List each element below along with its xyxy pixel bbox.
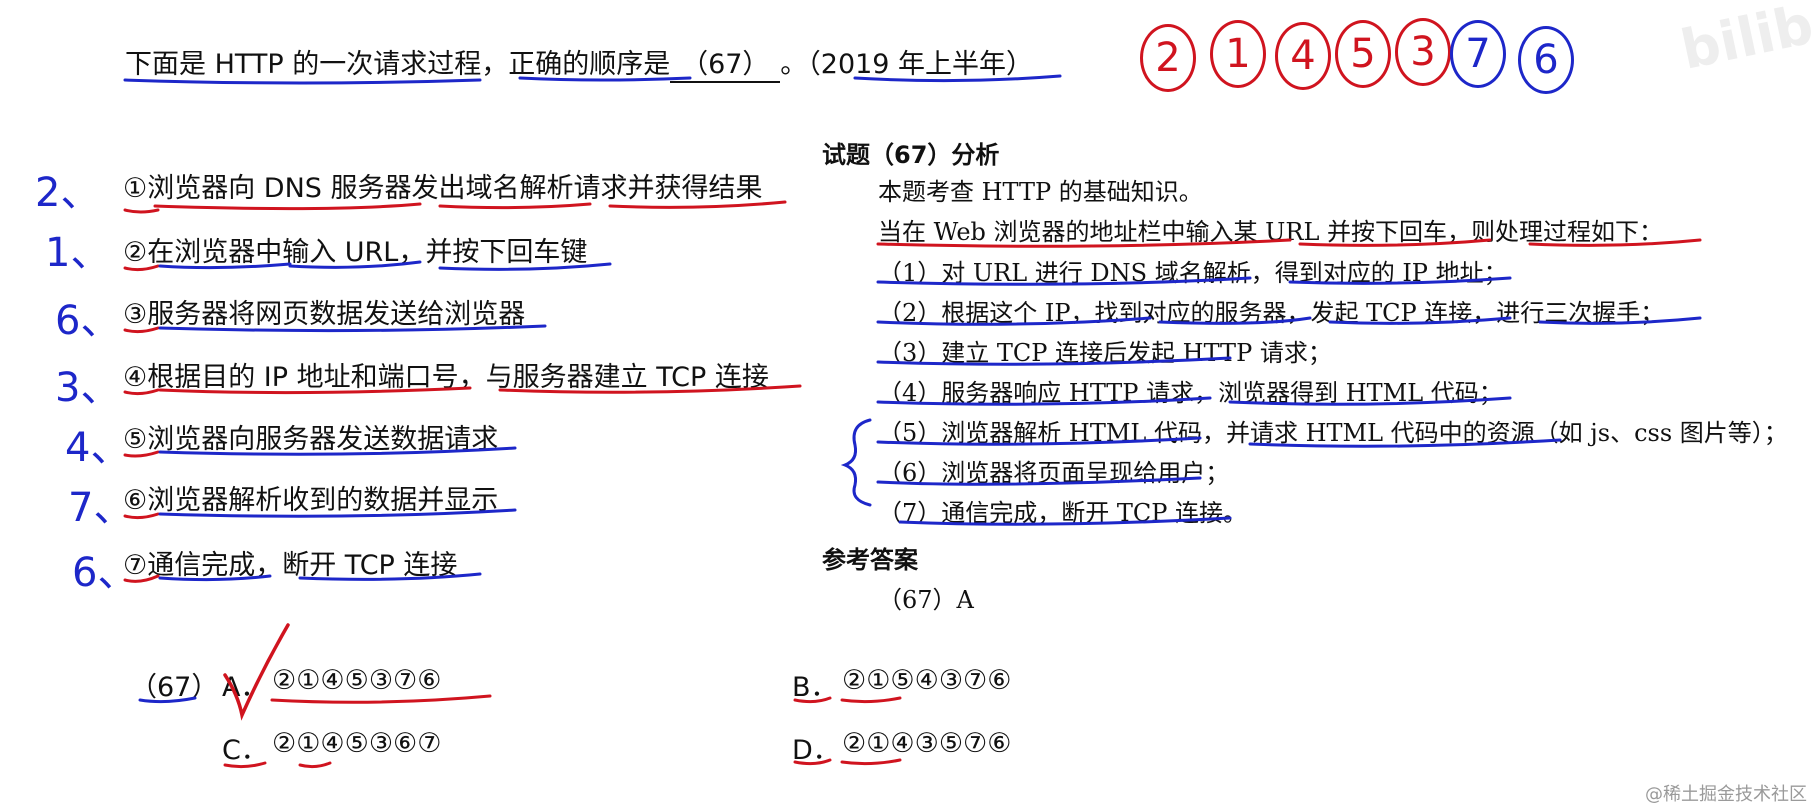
ink-underline [123,574,160,583]
step-mark: 6、 [72,550,138,596]
option-b-value: ②①⑤④③⑦⑥ [842,665,1012,696]
step-item: ①浏览器向 DNS 服务器发出域名解析请求并获得结果 [123,173,763,204]
step-mark: 4、 [65,425,131,471]
ink-underline [608,200,787,209]
circled-number: 6 [1518,26,1574,94]
ink-underline [898,516,1232,526]
step-item: ②在浏览器中输入 URL，并按下回车键 [123,237,588,268]
ink-underline [876,396,1212,406]
ink-underline [1298,238,1492,247]
answer-title: 参考答案 [822,546,918,574]
ink-underline [123,326,160,334]
ink-underline [298,572,482,581]
circled-number: 4 [1275,22,1331,90]
ink-underline [123,78,482,85]
ink-underline [158,574,272,582]
ink-underline [158,446,517,456]
ink-underline [223,761,267,769]
step-item: ⑥浏览器解析收到的数据并显示 [123,485,499,516]
ink-underline [518,76,692,82]
analysis-item: （5）浏览器解析 HTML 代码，并请求 HTML 代码中的资源（如 js、cs… [878,419,1788,447]
ink-underline [153,202,422,211]
circled-number: 1 [1210,20,1266,88]
ink-underline [840,758,902,766]
ink-underline [138,696,197,704]
ink-underline [158,386,472,395]
ink-underline [270,694,492,704]
step-mark: 6、 [55,298,121,344]
ink-underline [158,262,292,270]
ink-underline [876,276,1252,286]
circled-number: 3 [1395,18,1451,86]
question-period: 。 [780,49,808,80]
ink-underline [1228,396,1512,406]
step-mark: 2、 [35,170,101,216]
year-note: （2019 年上半年） [807,49,1034,80]
ink-brace [840,418,872,507]
ink-underline [298,761,332,769]
ink-underline [1158,316,1312,325]
ink-underline [158,508,517,518]
ink-underline [1328,316,1512,325]
ink-underline [876,476,1202,486]
option-d-value: ②①④③⑤⑦⑥ [842,728,1012,759]
ink-underline [840,696,902,704]
ink-underline [123,208,160,214]
option-d-label: D． [792,735,840,766]
ink-underline [123,512,160,520]
ink-underline [876,356,1232,366]
option-a-value: ②①④⑤③⑦⑥ [272,665,442,696]
ink-underline [123,388,160,396]
ink-underline [1538,316,1702,325]
step-mark: 1、 [45,230,111,276]
option-number: （67） [130,672,219,703]
analysis-title: 试题（67）分析 [822,141,1000,169]
question-text: 下面是 HTTP 的一次请求过程，正确的顺序是 [125,49,671,80]
ink-underline [793,696,832,704]
circled-number: 2 [1140,24,1196,92]
circled-number: 7 [1450,20,1506,88]
answer-value: （67）A [878,586,974,614]
ink-underline [158,324,547,333]
ink-underline [498,384,802,394]
step-item: ③服务器将网页数据发送给浏览器 [123,299,526,330]
ink-underline [1528,238,1702,247]
ink-underline [123,450,160,458]
ink-underline [793,758,832,766]
circled-number: 5 [1335,20,1391,88]
question-header: 下面是 HTTP 的一次请求过程，正确的顺序是（67）。（2019 年上半年） [125,42,1033,83]
watermark: @稀土掘金技术社区 [1645,784,1807,805]
step-mark: 7、 [68,485,134,531]
answer-blank: （67） [670,42,781,83]
option-c-label: C． [222,735,268,766]
ink-underline [1288,276,1512,285]
ink-underline [876,238,1292,248]
analysis-intro: 本题考查 HTTP 的基础知识。 [878,178,1203,206]
ink-underline [1248,438,1562,448]
ink-underline [876,436,1202,446]
step-mark: 3、 [55,365,121,411]
ink-underline [853,74,1062,83]
option-c-value: ②①④⑤③⑥⑦ [272,728,442,759]
ink-underline [876,316,1152,326]
step-item: ⑦通信完成，断开 TCP 连接 [123,550,458,581]
ink-underline [438,202,592,210]
check-mark-icon [223,623,290,721]
ink-underline [288,260,422,269]
step-item: ⑤浏览器向服务器发送数据请求 [123,424,499,455]
ink-underline [438,262,612,271]
ink-underline [123,264,160,272]
